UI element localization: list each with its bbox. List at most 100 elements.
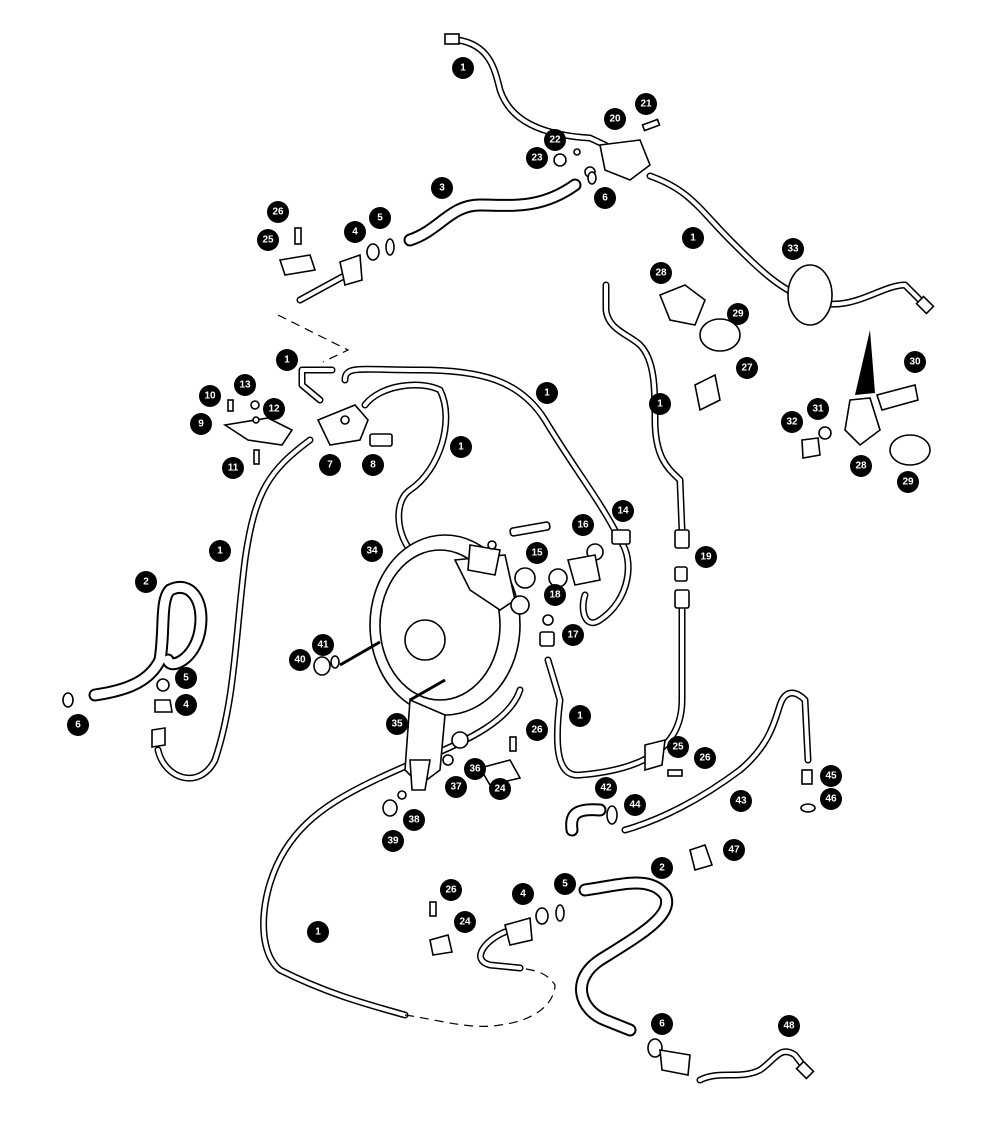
svg-text:6: 6 bbox=[602, 193, 608, 204]
svg-text:31: 31 bbox=[812, 404, 824, 415]
callout-36: 36 bbox=[464, 758, 486, 780]
svg-text:26: 26 bbox=[272, 207, 284, 218]
svg-text:1: 1 bbox=[577, 711, 583, 722]
callout-26: 26 bbox=[694, 747, 716, 769]
svg-text:43: 43 bbox=[735, 796, 747, 807]
svg-text:15: 15 bbox=[531, 548, 543, 559]
svg-text:44: 44 bbox=[629, 800, 641, 811]
callout-28: 28 bbox=[850, 455, 872, 477]
svg-text:1: 1 bbox=[217, 546, 223, 557]
svg-text:41: 41 bbox=[317, 640, 329, 651]
junction-block bbox=[316, 404, 369, 446]
svg-text:46: 46 bbox=[825, 794, 837, 805]
callout-48: 48 bbox=[778, 1015, 800, 1037]
svg-text:30: 30 bbox=[909, 357, 921, 368]
svg-text:27: 27 bbox=[741, 363, 753, 374]
callout-45: 45 bbox=[820, 765, 842, 787]
svg-text:7: 7 bbox=[327, 460, 333, 471]
callout-5: 5 bbox=[554, 873, 576, 895]
svg-text:21: 21 bbox=[640, 99, 652, 110]
callout-30: 30 bbox=[904, 351, 926, 373]
callout-18: 18 bbox=[544, 584, 566, 606]
callout-6: 6 bbox=[651, 1013, 673, 1035]
svg-text:38: 38 bbox=[408, 815, 420, 826]
svg-text:24: 24 bbox=[494, 784, 506, 795]
svg-text:48: 48 bbox=[783, 1021, 795, 1032]
svg-text:13: 13 bbox=[239, 380, 251, 391]
callout-11: 11 bbox=[222, 457, 244, 479]
callout-22: 22 bbox=[544, 129, 566, 151]
svg-text:1: 1 bbox=[284, 355, 290, 366]
callout-47: 47 bbox=[723, 839, 745, 861]
svg-text:1: 1 bbox=[315, 927, 321, 938]
svg-text:34: 34 bbox=[366, 546, 378, 557]
svg-text:1: 1 bbox=[690, 233, 696, 244]
svg-text:40: 40 bbox=[294, 655, 306, 666]
callout-46: 46 bbox=[820, 788, 842, 810]
svg-text:26: 26 bbox=[531, 725, 543, 736]
svg-text:1: 1 bbox=[460, 63, 466, 74]
callout-43: 43 bbox=[730, 790, 752, 812]
svg-text:32: 32 bbox=[786, 417, 798, 428]
callout-6: 6 bbox=[594, 187, 616, 209]
svg-text:42: 42 bbox=[600, 783, 612, 794]
callout-6: 6 bbox=[67, 714, 89, 736]
callout-42: 42 bbox=[595, 777, 617, 799]
callout-32: 32 bbox=[781, 411, 803, 433]
callout-23: 23 bbox=[526, 147, 548, 169]
svg-text:29: 29 bbox=[732, 309, 744, 320]
callout-39: 39 bbox=[382, 830, 404, 852]
callout-20: 20 bbox=[604, 108, 626, 130]
svg-text:4: 4 bbox=[352, 227, 358, 238]
svg-text:6: 6 bbox=[659, 1019, 665, 1030]
svg-text:22: 22 bbox=[549, 135, 561, 146]
callout-15: 15 bbox=[526, 542, 548, 564]
svg-text:8: 8 bbox=[370, 460, 376, 471]
callout-29: 29 bbox=[897, 471, 919, 493]
callout-29: 29 bbox=[727, 303, 749, 325]
svg-text:35: 35 bbox=[391, 719, 403, 730]
svg-text:33: 33 bbox=[787, 244, 799, 255]
svg-text:14: 14 bbox=[617, 506, 629, 517]
svg-text:9: 9 bbox=[198, 419, 204, 430]
svg-text:10: 10 bbox=[204, 391, 216, 402]
svg-text:16: 16 bbox=[577, 520, 589, 531]
svg-text:24: 24 bbox=[459, 917, 471, 928]
callout-14: 14 bbox=[612, 500, 634, 522]
callout-1: 1 bbox=[536, 382, 558, 404]
svg-text:11: 11 bbox=[228, 463, 239, 474]
callout-1: 1 bbox=[209, 540, 231, 562]
callout-33: 33 bbox=[782, 238, 804, 260]
svg-text:47: 47 bbox=[728, 845, 740, 856]
callout-41: 41 bbox=[312, 634, 334, 656]
callout-4: 4 bbox=[512, 883, 534, 905]
callout-25: 25 bbox=[667, 736, 689, 758]
svg-text:5: 5 bbox=[377, 213, 383, 224]
fuel-pipes bbox=[154, 36, 929, 1084]
callout-1: 1 bbox=[649, 393, 671, 415]
svg-text:39: 39 bbox=[387, 836, 399, 847]
callout-16: 16 bbox=[572, 514, 594, 536]
callout-24: 24 bbox=[489, 778, 511, 800]
callout-40: 40 bbox=[289, 649, 311, 671]
svg-text:6: 6 bbox=[75, 720, 81, 731]
svg-text:3: 3 bbox=[439, 183, 445, 194]
callout-2: 2 bbox=[651, 857, 673, 879]
callout-5: 5 bbox=[369, 207, 391, 229]
svg-text:28: 28 bbox=[655, 268, 667, 279]
fuel-pump-assembly bbox=[339, 534, 536, 787]
svg-text:37: 37 bbox=[450, 782, 462, 793]
callout-35: 35 bbox=[386, 713, 408, 735]
svg-text:26: 26 bbox=[699, 753, 711, 764]
svg-text:2: 2 bbox=[143, 577, 149, 588]
braided-hoses bbox=[88, 178, 674, 1037]
callout-25: 25 bbox=[257, 229, 279, 251]
callout-26: 26 bbox=[267, 201, 289, 223]
callout-5: 5 bbox=[175, 667, 197, 689]
callout-37: 37 bbox=[445, 776, 467, 798]
svg-text:26: 26 bbox=[445, 885, 457, 896]
callout-1: 1 bbox=[682, 227, 704, 249]
callout-1: 1 bbox=[569, 705, 591, 727]
svg-text:1: 1 bbox=[458, 442, 464, 453]
